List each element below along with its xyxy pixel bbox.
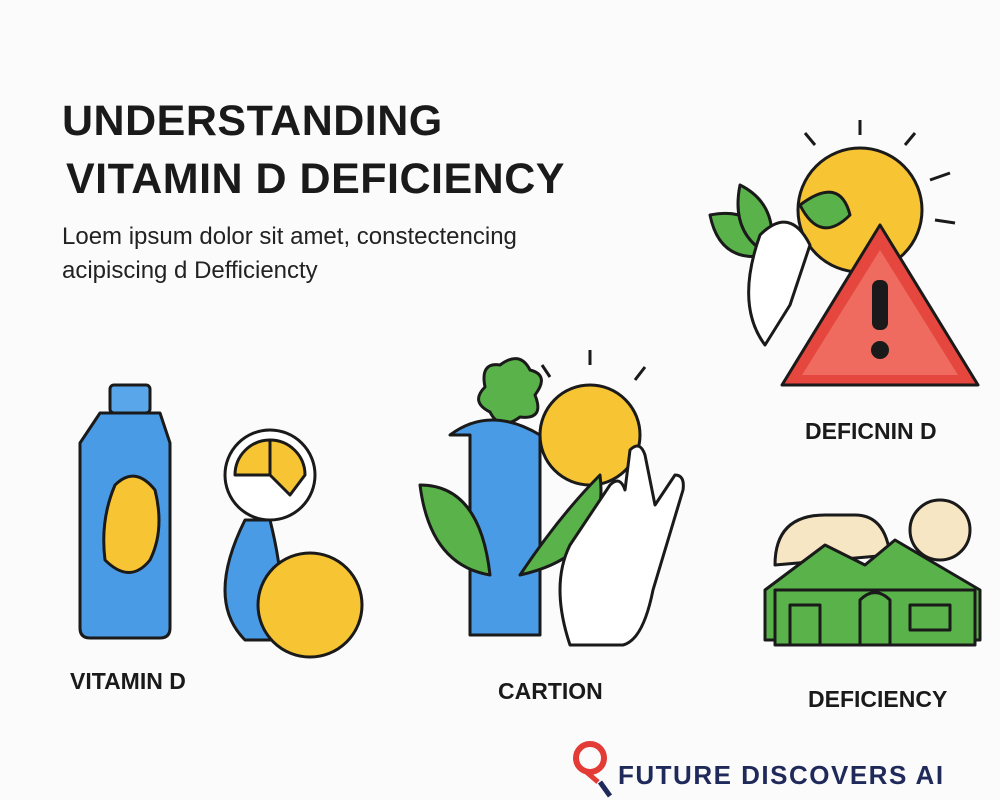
- magnifier-pin-icon: [573, 741, 613, 798]
- page-title: UNDERSTANDING VITAMIN D DEFICIENCY: [62, 92, 565, 208]
- subtitle-line-1: Loem ipsum dolor sit amet, constectencin…: [62, 223, 517, 250]
- warning-sun-icon: [708, 120, 980, 387]
- subtitle-line-2: acipiscing d Defficiencty: [62, 257, 318, 284]
- subtitle: Loem ipsum dolor sit amet, constectencin…: [62, 220, 517, 288]
- tube-sun-hand-icon: [418, 350, 685, 647]
- house-icon: [763, 498, 982, 647]
- brand-logo: FUTURE DISCOVERS AI: [572, 738, 945, 798]
- panel-label-deficnin-d: DEFICNIN D: [805, 418, 937, 444]
- panel-label-cartion: CARTION: [498, 678, 603, 704]
- panel-label-deficiency: DEFICIENCY: [808, 686, 948, 712]
- bottle-sun-icon: [78, 383, 364, 659]
- title-line-1: UNDERSTANDING: [62, 97, 443, 145]
- panel-label-vitamin-d: VITAMIN D: [70, 668, 186, 694]
- title-line-2: VITAMIN D DEFICIENCY: [66, 155, 565, 203]
- brand-name: FUTURE DISCOVERS AI: [618, 759, 945, 790]
